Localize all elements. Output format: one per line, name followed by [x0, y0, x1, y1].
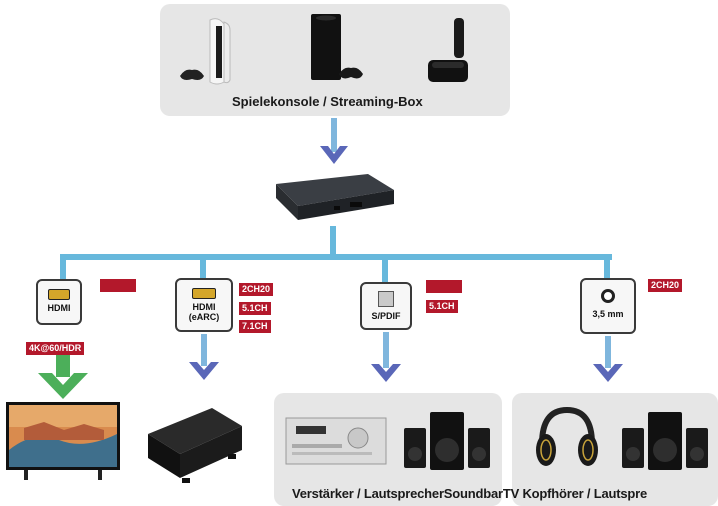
xbox-console-image [311, 14, 363, 80]
port-label: HDMI [47, 303, 71, 313]
arrow-down-icon [189, 334, 219, 380]
port-spdif: S/PDIF [360, 282, 412, 330]
port-label: S/PDIF [371, 311, 401, 321]
port-badge: 7.1CH [239, 320, 271, 333]
port-label: (eARC) [188, 312, 220, 322]
port-badge: 2CH20 [239, 283, 274, 296]
arrow-down-icon [320, 118, 348, 164]
port-35mm: 3,5 mm [580, 278, 636, 334]
port-label: 3,5 mm [592, 309, 624, 319]
distribution-bus [60, 254, 612, 260]
headphone-jack-icon [601, 289, 615, 303]
port-badge: 5.1CH [426, 300, 458, 313]
wire-spdif [382, 254, 388, 284]
wire-hdmi [60, 254, 66, 282]
soundbar-image [148, 408, 242, 483]
audio-extractor-device-image [276, 174, 394, 220]
port-hdmi-earc: HDMI (eARC) [175, 278, 233, 332]
game-console-image [180, 18, 231, 85]
port-hdmi: HDMI [36, 279, 82, 325]
headphones-image [536, 406, 598, 466]
source-label: Spielekonsole / Streaming-Box [232, 94, 423, 109]
arrow-down-green-icon [38, 355, 88, 399]
optical-connector-icon [378, 291, 394, 307]
speaker-set-image [622, 412, 708, 470]
av-receiver-image [285, 417, 387, 465]
port-badge [100, 279, 136, 292]
arrow-down-icon [371, 332, 401, 382]
tv-image [6, 402, 120, 480]
streaming-box-image [428, 18, 468, 82]
port-badge: 5.1CH [239, 302, 271, 315]
port-badge [426, 280, 462, 293]
video-spec-badge: 4K@60/HDR [26, 342, 85, 355]
hdmi-connector-icon [48, 289, 70, 300]
speaker-set-image [404, 412, 490, 470]
arrow-down-icon [593, 336, 623, 382]
port-label: HDMI [192, 302, 216, 312]
wire-35mm [604, 254, 610, 280]
wire-hdmi-earc [200, 254, 206, 280]
port-badge: 2CH20 [648, 279, 683, 292]
hdmi-connector-icon [192, 288, 216, 299]
outputs-caption: Verstärker / LautsprecherSoundbarTV Kopf… [292, 486, 648, 501]
hub-to-bus-wire [330, 226, 336, 256]
